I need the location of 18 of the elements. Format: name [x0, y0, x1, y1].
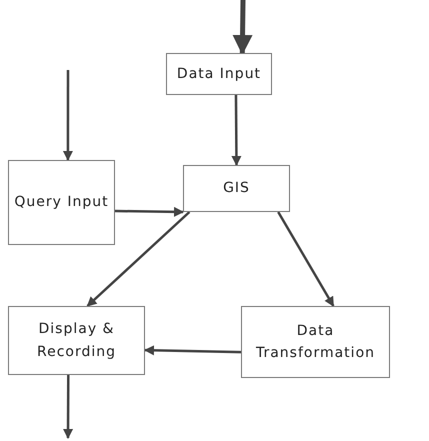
arrow [232, 0, 253, 55]
arrow [62, 70, 73, 161]
arrow [277, 211, 334, 307]
arrow [114, 206, 184, 217]
process-box [183, 165, 290, 212]
arrow [86, 211, 190, 307]
node-label: Data Input [176, 64, 262, 84]
process-box [8, 160, 115, 245]
process-box [166, 53, 272, 95]
node-label: Display & Recording [36, 320, 116, 362]
process-box [241, 306, 390, 378]
process-box [8, 306, 145, 375]
node-label: Query Input [14, 193, 109, 212]
node-label: Data Transformation [254, 322, 376, 363]
node-label: GIS [223, 179, 250, 198]
arrow [144, 345, 242, 356]
arrow [231, 95, 242, 166]
arrow [63, 375, 74, 439]
